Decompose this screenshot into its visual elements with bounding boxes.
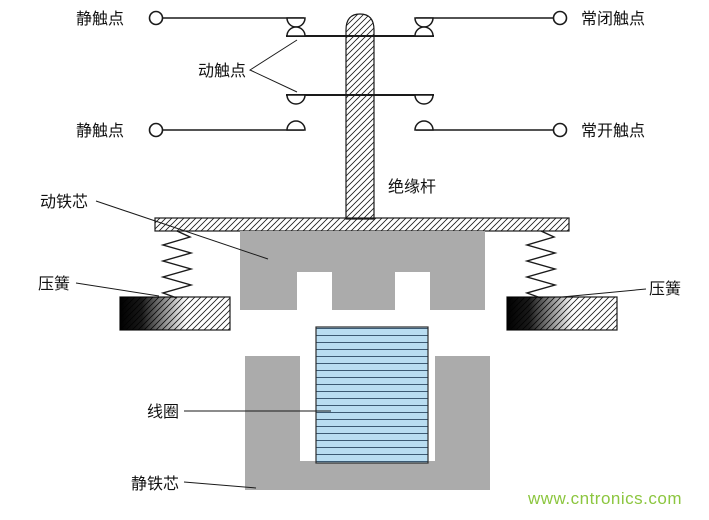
contact-point — [286, 94, 306, 105]
label-static-contact-bottom: 静触点 — [76, 122, 124, 140]
label-spring-right: 压簧 — [649, 279, 681, 298]
label-insulating-rod: 绝缘杆 — [388, 178, 436, 196]
terminal-circle — [148, 10, 164, 26]
label-moving-contact: 动触点 — [198, 62, 246, 80]
terminal-circle — [552, 10, 568, 26]
leader-moving-contact — [248, 39, 298, 93]
contact-point — [286, 17, 306, 28]
leader-moving-iron-core — [95, 200, 269, 260]
watermark: www.cntronics.com — [527, 489, 682, 508]
support-block-left-shade — [120, 297, 230, 330]
label-static-contact-top: 静触点 — [76, 10, 124, 28]
contact-point — [286, 26, 306, 37]
contact-point — [414, 120, 434, 131]
spring-right-shape — [524, 230, 558, 299]
label-coil: 线圈 — [147, 403, 179, 421]
support-block-right-shade — [507, 297, 617, 330]
label-moving-iron-core: 动铁芯 — [40, 193, 88, 211]
terminal-circle — [148, 122, 164, 138]
moving-iron-core-shape — [240, 231, 485, 310]
contact-point — [414, 94, 434, 105]
label-static-iron-core: 静铁芯 — [131, 475, 179, 493]
spring-left-shape — [160, 230, 194, 299]
label-nc-contact: 常闭触点 — [581, 10, 645, 28]
leader-spring-right — [561, 288, 647, 298]
leader-spring-left — [75, 282, 160, 297]
contact-point — [414, 26, 434, 37]
label-spring-left: 压簧 — [38, 274, 70, 293]
armature-plate — [154, 217, 570, 232]
insulating-rod-shape — [345, 13, 375, 220]
contact-point — [414, 17, 434, 28]
leader-static-iron-core — [183, 481, 257, 489]
coil-shape — [315, 326, 429, 464]
terminal-circle — [552, 122, 568, 138]
contact-point — [286, 120, 306, 131]
label-no-contact: 常开触点 — [581, 122, 645, 140]
